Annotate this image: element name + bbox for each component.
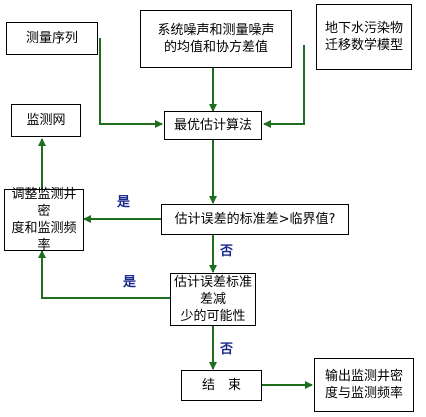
node-output: 输出监测井密 度与监测频率 <box>314 358 414 412</box>
edge-sequence-to-algorithm <box>99 38 163 128</box>
node-monitoring-network: 监测网 <box>11 104 81 137</box>
node-optimal-algorithm: 最优估计算法 <box>164 111 262 140</box>
label-no-2: 否 <box>220 342 234 357</box>
label-no-1: 否 <box>220 244 234 259</box>
edge-model-to-algorithm <box>263 45 305 128</box>
node-end: 结 束 <box>181 370 262 401</box>
node-measurement-sequence: 测量序列 <box>6 22 98 55</box>
label-yes-2: 是 <box>123 275 137 290</box>
label-yes-1: 是 <box>117 195 131 210</box>
node-check-std-error: 估计误差的标准差>临界值? <box>161 204 349 235</box>
node-noise-statistics: 系统噪声和测量噪声 的均值和协方差值 <box>140 10 292 68</box>
node-adjust-density: 调整监测井密 度和监测频率 <box>4 187 84 253</box>
node-groundwater-model: 地下水污染物 迁移数学模型 <box>316 4 412 70</box>
edge-check2-yes <box>38 250 170 299</box>
node-check-error-reduction: 估计误差标准差减 少的可能性 <box>170 273 256 326</box>
